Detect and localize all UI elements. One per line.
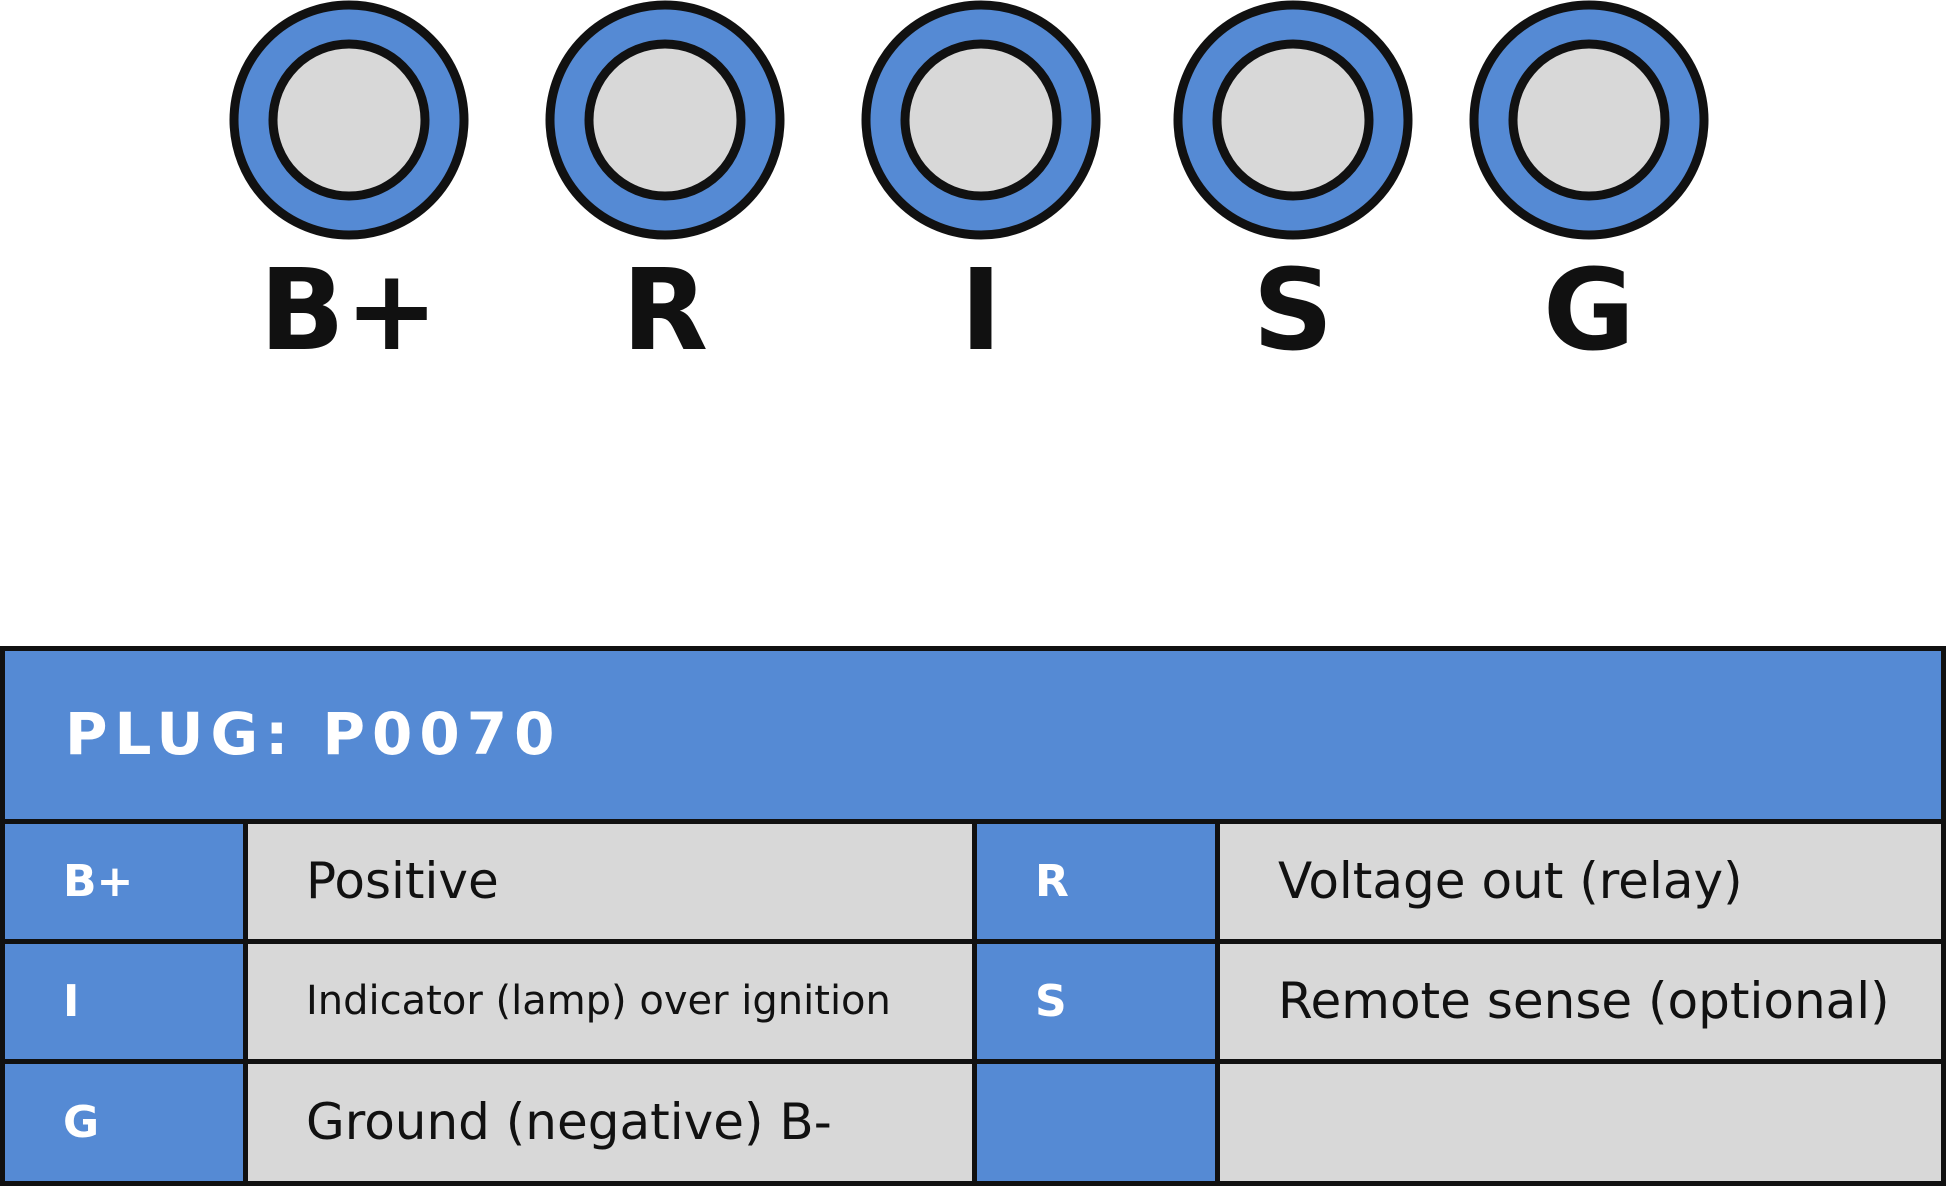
table-header: PLUG: P0070	[5, 651, 1941, 819]
pin-code-cell	[977, 1064, 1215, 1181]
pin-b-plus: B+	[229, 0, 469, 370]
plug-title: PLUG: P0070	[65, 700, 562, 768]
pin-r: R	[545, 0, 785, 370]
pin-code-cell: G	[5, 1064, 243, 1181]
pin-description-cell: Indicator (lamp) over ignition	[248, 944, 972, 1059]
connector-pin-icon	[1173, 0, 1413, 240]
pin-code-cell: S	[977, 944, 1215, 1059]
pin-label: B+	[259, 246, 439, 376]
pin-g: G	[1469, 0, 1709, 370]
pin-s: S	[1173, 0, 1413, 370]
pin-label: R	[621, 246, 709, 376]
pin-label: S	[1252, 246, 1334, 376]
pin-i: I	[861, 0, 1101, 370]
connector-pin-icon	[1469, 0, 1709, 240]
connector-pin-icon	[545, 0, 785, 240]
pin-description-cell: Ground (negative) B-	[248, 1064, 972, 1181]
plug-pinout-table: PLUG: P0070 B+ Positive R Voltage out (r…	[0, 646, 1946, 1186]
pin-code-cell: R	[977, 824, 1215, 939]
connector-pin-icon	[229, 0, 469, 240]
connector-pin-icon	[861, 0, 1101, 240]
pin-label: I	[960, 246, 1002, 376]
pin-description-cell: Positive	[248, 824, 972, 939]
pin-code-cell: I	[5, 944, 243, 1059]
pin-description-cell: Voltage out (relay)	[1220, 824, 1941, 939]
pin-code-cell: B+	[5, 824, 243, 939]
pin-description-cell	[1220, 1064, 1941, 1181]
pin-description-cell: Remote sense (optional)	[1220, 944, 1941, 1059]
pin-label: G	[1543, 246, 1635, 376]
